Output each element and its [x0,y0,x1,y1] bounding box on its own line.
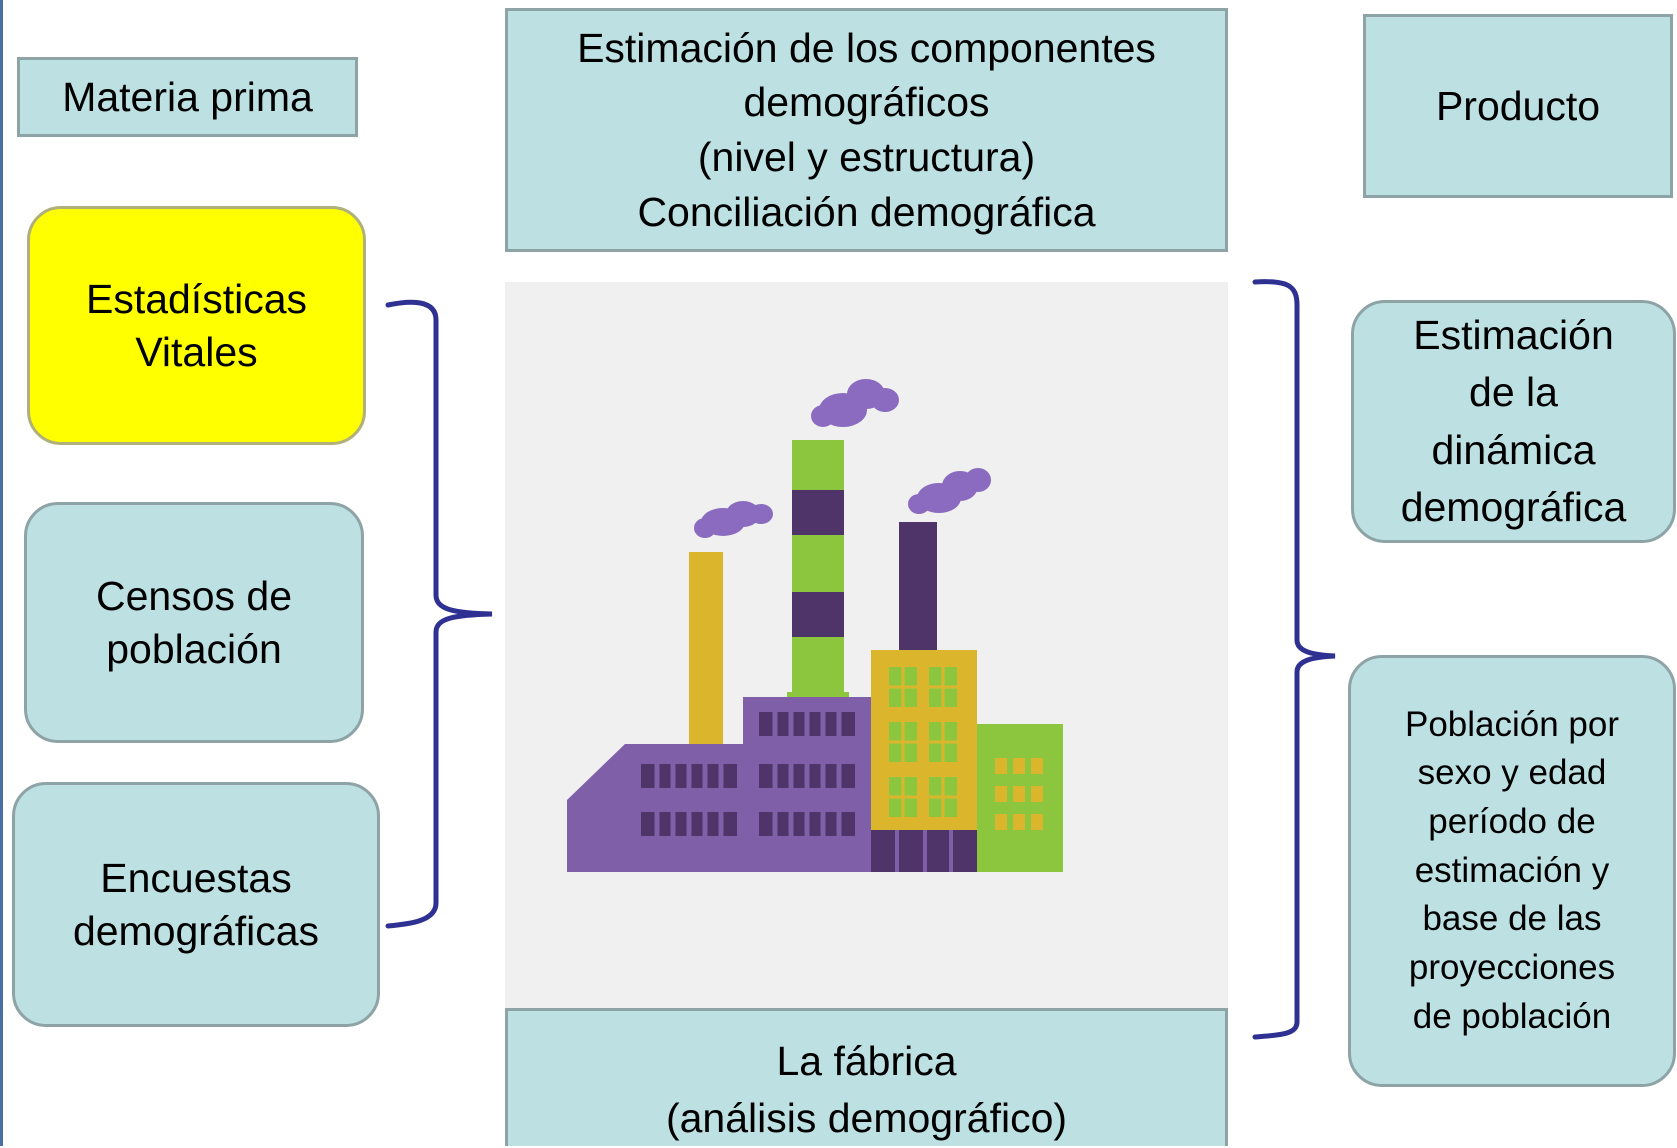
smoke-cloud-right [908,468,991,514]
right-curly-bracket [1252,279,1336,1040]
factory-label-box: La fábrica (análisis demográfico) [505,1008,1228,1146]
smoke-cloud-center [811,379,899,427]
output-poblacion-sexo-edad: Población por sexo y edad período de est… [1348,655,1676,1087]
yellow-tower [871,650,977,872]
materia-prima-label: Materia prima [17,57,358,137]
output-dinamica-demografica: Estimación de la dinámica demográfica [1351,300,1676,543]
left-curly-bracket [385,299,493,929]
input-encuestas-demograficas: Encuestas demográficas [12,782,380,1027]
factory-icon [567,379,1063,872]
chimney-center [787,440,849,720]
main-building [567,697,871,872]
chimney-left [689,552,723,767]
chimney-right [899,522,937,652]
slide-left-rule [0,0,3,1146]
producto-label: Producto [1363,14,1673,198]
input-estadisticas-vitales: Estadísticas Vitales [27,206,366,445]
smoke-cloud-left [694,501,773,538]
factory-illustration [505,282,1228,1010]
process-title-box: Estimación de los componentes demográfic… [505,8,1228,252]
input-censos-de-poblacion: Censos de población [24,502,364,743]
green-building [977,724,1063,872]
